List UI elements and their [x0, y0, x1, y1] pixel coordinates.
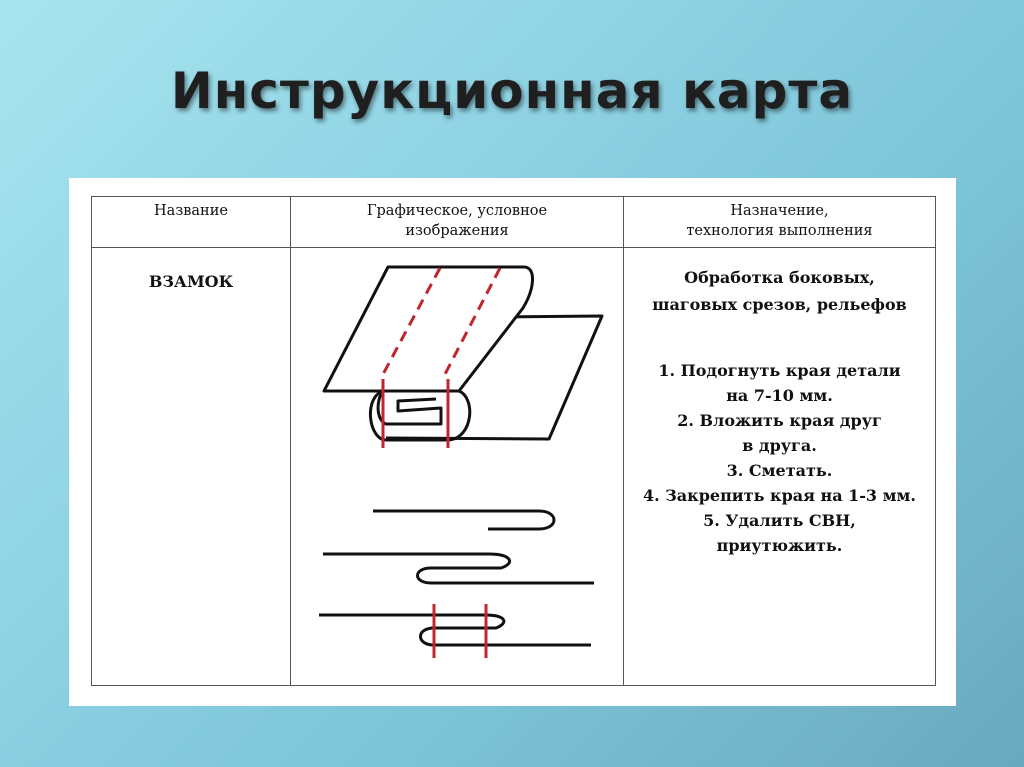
stitch-lines-section — [432, 604, 488, 658]
header-purpose-line1: Назначение, — [730, 203, 829, 219]
seam-diagram-cell — [290, 247, 624, 686]
header-purpose: Назначение, технология выполнения — [623, 196, 936, 248]
seam-purpose-line2: шаговых срезов, рельефов — [652, 295, 907, 314]
seam-purpose-line1: Обработка боковых, — [684, 268, 875, 287]
seam-name-cell: ВЗАМОК — [91, 247, 291, 686]
section-step-1 — [373, 509, 556, 531]
table-row: ВЗАМОК — [91, 247, 936, 686]
step-line: 5. Удалить СВН, — [703, 511, 856, 530]
step-line: 4. Закрепить края на 1-3 мм. — [642, 486, 916, 505]
folded-panel-drawing — [322, 265, 604, 442]
seam-purpose: Обработка боковых, шаговых срезов, релье… — [624, 264, 935, 318]
step-line: 3. Сметать. — [726, 461, 833, 480]
seam-description-cell: Обработка боковых, шаговых срезов, релье… — [623, 247, 936, 686]
header-graphic-line2: изображения — [405, 223, 509, 239]
instruction-card: Название Графическое, условное изображен… — [69, 178, 956, 706]
step-line: 2. Вложить края друг — [677, 411, 882, 430]
header-graphic: Графическое, условное изображения — [290, 196, 624, 248]
step-line: на 7-10 мм. — [726, 386, 833, 405]
header-name: Название — [91, 196, 291, 248]
step-line: в друга. — [742, 436, 817, 455]
table-header-row: Название Графическое, условное изображен… — [91, 196, 936, 248]
step-line: приутюжить. — [716, 536, 843, 555]
header-graphic-line1: Графическое, условное — [366, 203, 548, 219]
step-line: 1. Подогнуть края детали — [658, 361, 901, 380]
header-purpose-line2: технология выполнения — [686, 223, 873, 239]
section-step-3 — [319, 613, 591, 647]
seam-name: ВЗАМОК — [148, 272, 234, 291]
slide-title: Инструкционная карта — [170, 62, 854, 120]
header-name-label: Название — [154, 203, 228, 219]
section-step-2 — [323, 552, 594, 585]
instruction-table: Название Графическое, условное изображен… — [91, 196, 936, 686]
stitch-lines-panel — [379, 267, 502, 448]
seam-diagram — [319, 265, 604, 658]
